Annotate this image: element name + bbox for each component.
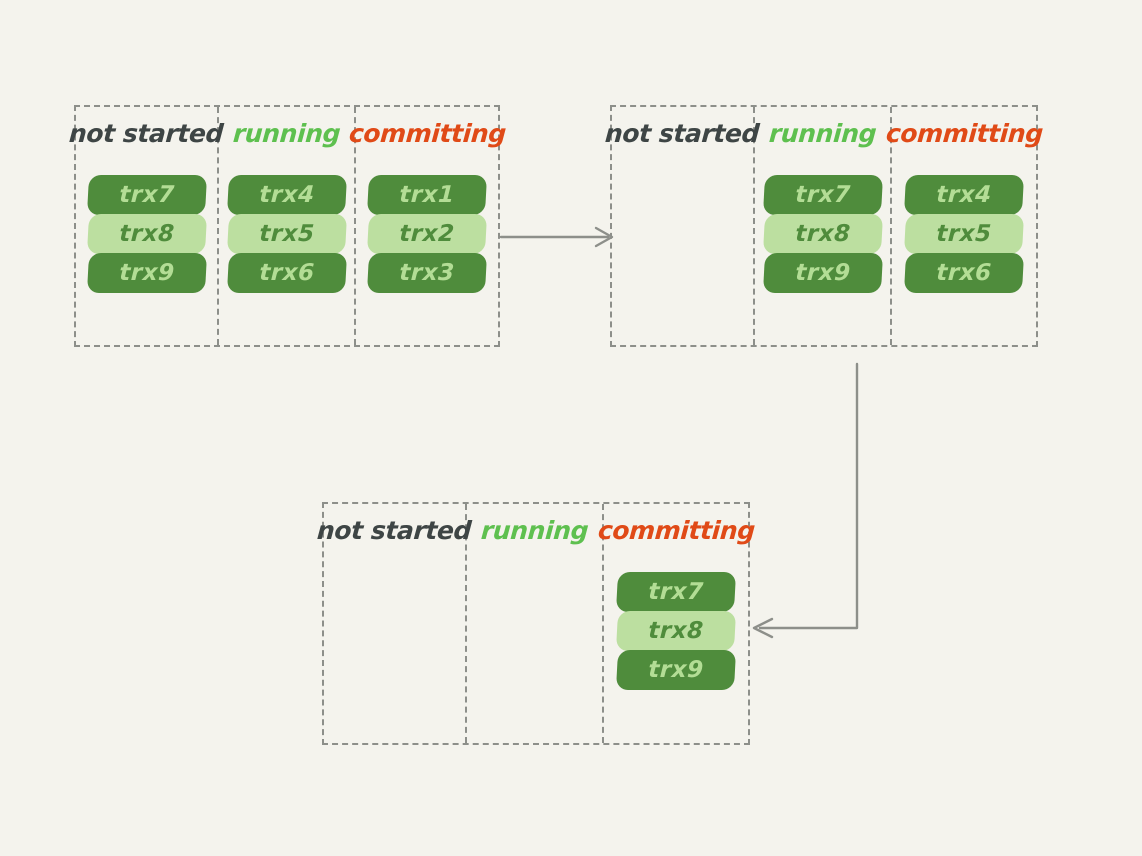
transaction-pill[interactable]: trx8 [762,214,883,254]
pill-stack-running: trx4 trx5 trx6 [226,175,347,293]
transaction-pill[interactable]: trx7 [615,572,737,612]
transaction-pill[interactable]: trx6 [903,253,1025,293]
column-label-not-started: not started [316,516,473,545]
pill-stack-running: trx7 trx8 trx9 [762,175,883,293]
column-label-running: running [231,119,342,148]
column-not-started: not started [316,504,473,743]
transaction-pill[interactable]: trx8 [86,214,207,254]
column-label-committing: committing [347,119,507,148]
transaction-pill[interactable]: trx7 [762,175,883,215]
transaction-pill[interactable]: trx4 [226,175,347,215]
transaction-pill[interactable]: trx3 [366,253,488,293]
arrow-stage2-to-stage3 [752,362,859,639]
transaction-pill[interactable]: trx9 [762,253,883,293]
column-committing: committing trx1 trx2 trx3 [348,107,506,345]
transaction-pill[interactable]: trx9 [615,650,737,690]
column-label-not-started: not started [604,119,761,148]
column-label-not-started: not started [68,119,225,148]
transaction-pill[interactable]: trx8 [615,611,737,651]
state-group-stage-1: not started trx7 trx8 trx9 running trx4 … [68,105,506,347]
transaction-pill[interactable]: trx9 [86,253,207,293]
transaction-pill[interactable]: trx2 [366,214,488,254]
pill-stack-committing: trx4 trx5 trx6 [903,175,1025,293]
column-committing: committing trx4 trx5 trx6 [885,107,1043,345]
column-label-committing: committing [596,516,756,545]
transaction-pill[interactable]: trx7 [86,175,207,215]
transaction-pill[interactable]: trx1 [366,175,488,215]
pill-stack-not-started: trx7 trx8 trx9 [86,175,207,293]
pill-stack-committing: trx7 trx8 trx9 [615,572,737,690]
column-committing: committing trx7 trx8 trx9 [597,504,755,743]
column-label-running: running [479,516,590,545]
column-label-committing: committing [884,119,1044,148]
column-label-running: running [767,119,878,148]
column-running: running trx4 trx5 trx6 [219,107,356,345]
state-group-stage-3: not started running committing trx7 trx8… [316,502,755,745]
transaction-pill[interactable]: trx5 [903,214,1025,254]
transaction-pill[interactable]: trx5 [226,214,347,254]
pill-stack-committing: trx1 trx2 trx3 [366,175,488,293]
transaction-pill[interactable]: trx6 [226,253,347,293]
column-not-started: not started [604,107,761,345]
column-running: running trx7 trx8 trx9 [755,107,892,345]
state-group-stage-2: not started running trx7 trx8 trx9 commi… [604,105,1043,347]
arrow-stage1-to-stage2 [499,226,614,248]
column-not-started: not started trx7 trx8 trx9 [68,107,225,345]
column-running: running [467,504,604,743]
transaction-pill[interactable]: trx4 [903,175,1025,215]
